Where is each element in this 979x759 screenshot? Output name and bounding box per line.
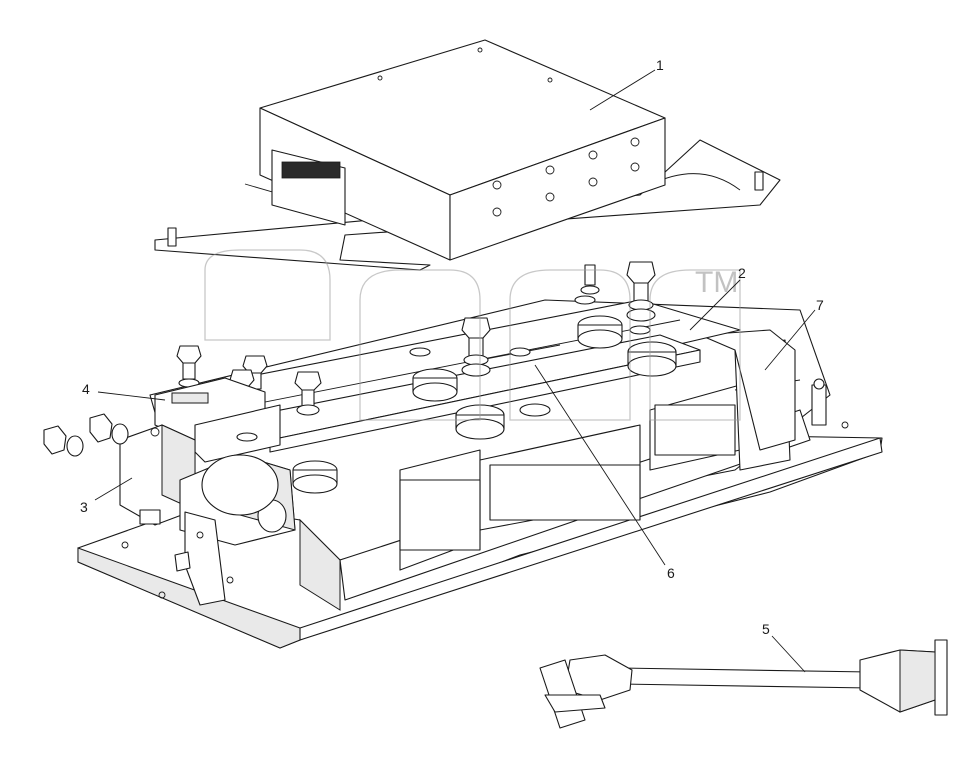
part-4-terminal <box>154 377 281 463</box>
part-3-block <box>119 424 196 526</box>
callout-4: 4 <box>82 381 90 397</box>
callout-6: 6 <box>667 565 675 581</box>
callout-7: 7 <box>816 297 824 313</box>
callout-1: 1 <box>656 57 664 73</box>
callout-3: 3 <box>80 499 88 515</box>
watermark-tm: TM <box>695 266 738 299</box>
cylinders <box>292 315 677 494</box>
relay-unit <box>174 454 296 606</box>
callouts: 1 2 3 4 5 6 7 <box>80 57 824 637</box>
nuts <box>43 413 129 457</box>
part-1-control-box <box>259 39 666 261</box>
callout-5: 5 <box>762 621 770 637</box>
leader-lines <box>94 69 816 673</box>
bolts <box>176 261 656 424</box>
part-7-bracket <box>699 329 827 451</box>
callout-2: 2 <box>738 265 746 281</box>
watermark-logo: TM <box>204 249 741 421</box>
part-5-cable <box>539 639 948 729</box>
